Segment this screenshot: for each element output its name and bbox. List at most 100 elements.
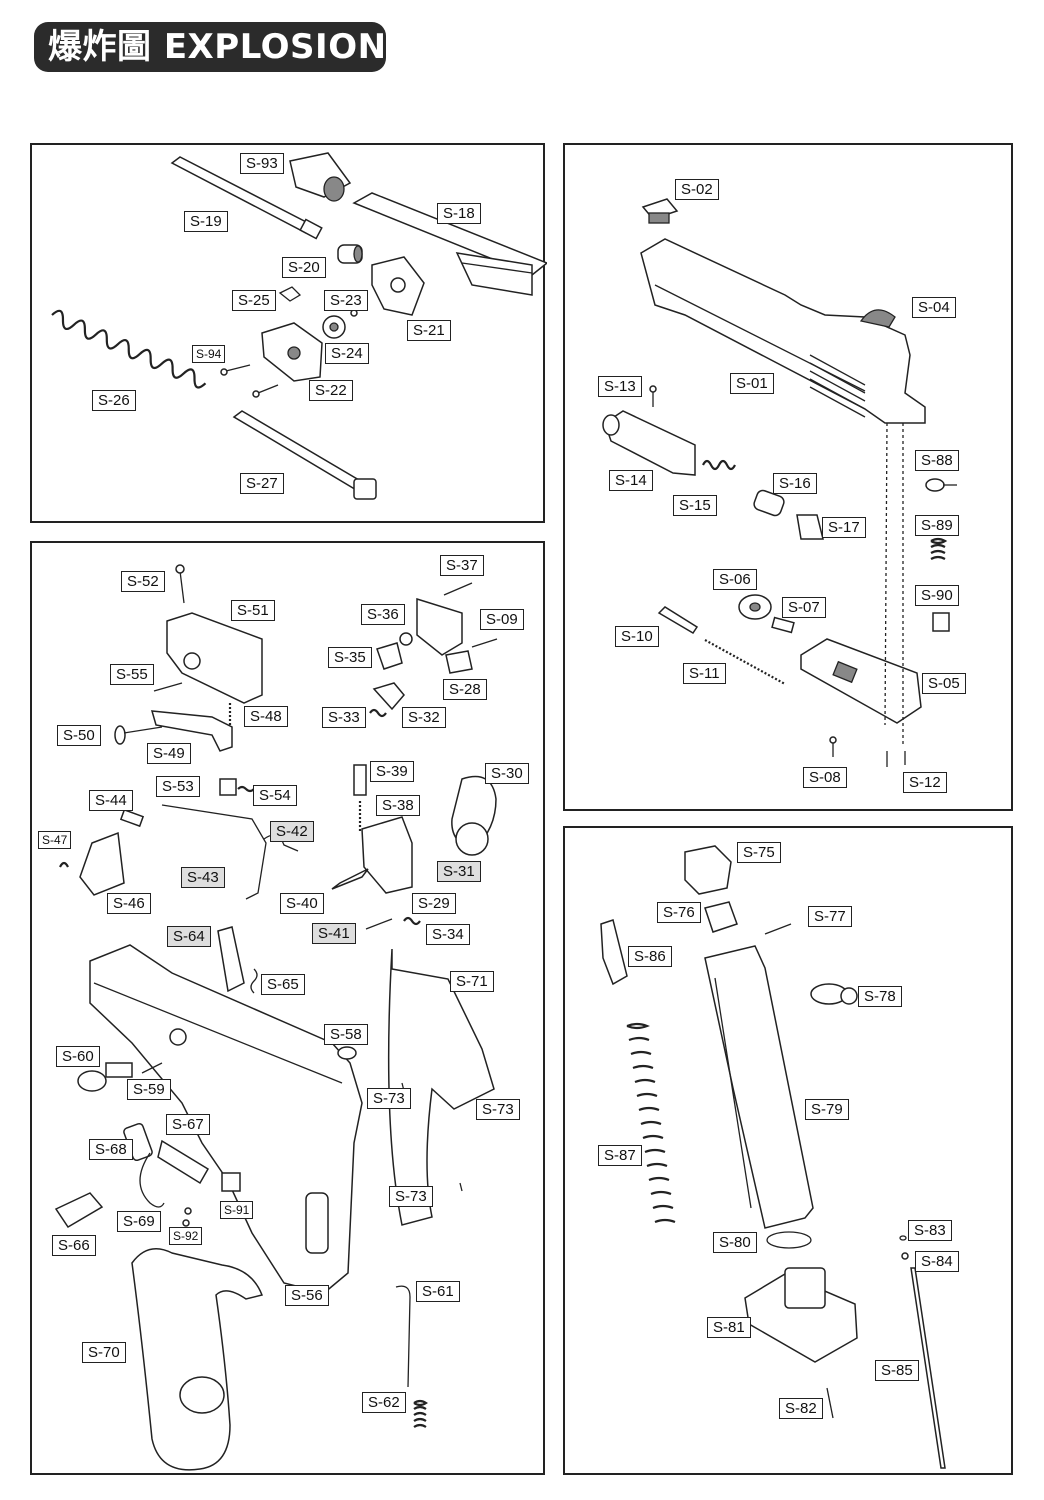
label-s-48: S-48: [244, 706, 288, 727]
label-s-88: S-88: [915, 450, 959, 471]
label-s-33: S-33: [322, 707, 366, 728]
s90-part: [932, 612, 950, 632]
label-s-44: S-44: [89, 790, 133, 811]
label-s-13: S-13: [598, 376, 642, 397]
hammer-strut-housing-part: [416, 597, 463, 656]
label-s-93: S-93: [240, 153, 284, 174]
label-s-25: S-25: [232, 290, 276, 311]
label-s-02: S-02: [675, 179, 719, 200]
trigger-bar-part: [161, 804, 267, 900]
label-s-50: S-50: [57, 725, 101, 746]
label-s-71: S-71: [450, 971, 494, 992]
s66-part: [54, 1192, 104, 1229]
label-s-89: S-89: [915, 515, 959, 536]
magazine-assembly-drawing: [600, 845, 946, 1469]
label-s-90: S-90: [915, 585, 959, 606]
o-ring-part: [766, 1231, 812, 1249]
barrel-assembly-panel: S-93 S-19 S-18 S-20 S-25 S-23 S-21 S-24 …: [30, 143, 547, 523]
label-s-54: S-54: [253, 785, 297, 806]
label-s-85: S-85: [875, 1360, 919, 1381]
label-s-11: S-11: [683, 663, 726, 684]
label-s-81: S-81: [707, 1317, 751, 1338]
label-s-29: S-29: [412, 893, 456, 914]
grip-panel-part: [131, 1248, 264, 1471]
label-s-17: S-17: [822, 517, 866, 538]
s05-guide-part: [800, 638, 922, 724]
label-s-39: S-39: [370, 761, 414, 782]
label-s-53: S-53: [156, 776, 200, 797]
label-s-79: S-79: [805, 1099, 849, 1120]
label-s-14: S-14: [609, 470, 653, 491]
label-s-38: S-38: [376, 795, 420, 816]
magazine-spring-part: [626, 1022, 676, 1224]
s17-part: [796, 514, 824, 540]
clip-part: [278, 286, 302, 302]
label-s-87: S-87: [598, 1145, 642, 1166]
label-s-56: S-56: [285, 1285, 329, 1306]
slide-part: [640, 238, 926, 424]
label-s-59: S-59: [127, 1079, 171, 1100]
label-s-69: S-69: [117, 1211, 161, 1232]
label-s-18: S-18: [437, 203, 481, 224]
magazine-body-part: [704, 945, 814, 1229]
slide-catch-part: [77, 1070, 107, 1092]
frame-assembly-drawing: [54, 564, 498, 1471]
label-s-78: S-78: [858, 986, 902, 1007]
label-s-28: S-28: [443, 679, 487, 700]
hop-up-part: [289, 152, 352, 202]
slide-serrations: [809, 354, 866, 418]
s46-part: [79, 831, 125, 896]
label-s-31: S-31: [437, 861, 481, 882]
valve-part: [753, 489, 785, 517]
label-s-20: S-20: [282, 257, 326, 278]
label-s-27: S-27: [240, 473, 284, 494]
label-s-61: S-61: [416, 1281, 460, 1302]
label-s-64: S-64: [167, 926, 211, 947]
label-s-92: S-92: [169, 1227, 203, 1245]
label-s-06: S-06: [713, 569, 757, 590]
label-s-58: S-58: [324, 1024, 368, 1045]
label-s-10: S-10: [615, 626, 659, 647]
label-s-23: S-23: [324, 290, 368, 311]
label-s-70: S-70: [82, 1342, 126, 1363]
label-s-75: S-75: [737, 842, 781, 863]
s64-part: [217, 926, 245, 993]
label-s-41: S-41: [312, 923, 356, 944]
label-s-34: S-34: [426, 924, 470, 945]
frame-assembly-panel: S-52 S-51 S-37 S-36 S-09 S-35 S-55 S-28 …: [30, 541, 545, 1475]
label-s-65: S-65: [261, 974, 305, 995]
s88-pin-part: [925, 478, 945, 492]
label-s-80: S-80: [713, 1232, 757, 1253]
label-s-30: S-30: [485, 763, 529, 784]
label-s-83: S-83: [908, 1220, 952, 1241]
label-s-55: S-55: [110, 664, 154, 685]
label-s-49: S-49: [147, 743, 191, 764]
label-s-67: S-67: [166, 1114, 210, 1135]
label-s-15: S-15: [673, 495, 717, 516]
label-s-40: S-40: [280, 893, 324, 914]
label-s-86: S-86: [628, 946, 672, 967]
follower-part: [600, 919, 628, 986]
label-s-04: S-04: [912, 297, 956, 318]
label-s-46: S-46: [107, 893, 151, 914]
outer-barrel-part: [352, 192, 547, 296]
label-s-08: S-08: [803, 767, 847, 788]
label-s-84: S-84: [915, 1251, 959, 1272]
label-s-94: S-94: [192, 345, 226, 363]
long-screw-part: [910, 1267, 946, 1469]
trigger-bar-housing-part: [361, 816, 413, 894]
label-s-77: S-77: [808, 906, 852, 927]
label-s-76: S-76: [657, 902, 701, 923]
label-s-52: S-52: [121, 571, 165, 592]
page-title: 爆炸圖 EXPLOSION: [34, 22, 386, 72]
label-s-36: S-36: [361, 604, 405, 625]
label-s-73b: S-73: [476, 1099, 520, 1120]
slide-assembly-drawing: [602, 198, 957, 767]
s39-part: [353, 764, 367, 796]
lever-part: [150, 710, 233, 752]
label-s-22: S-22: [309, 380, 353, 401]
label-s-82: S-82: [779, 1398, 823, 1419]
label-s-26: S-26: [92, 390, 136, 411]
label-s-47: S-47: [38, 831, 72, 849]
label-s-12: S-12: [903, 772, 947, 793]
